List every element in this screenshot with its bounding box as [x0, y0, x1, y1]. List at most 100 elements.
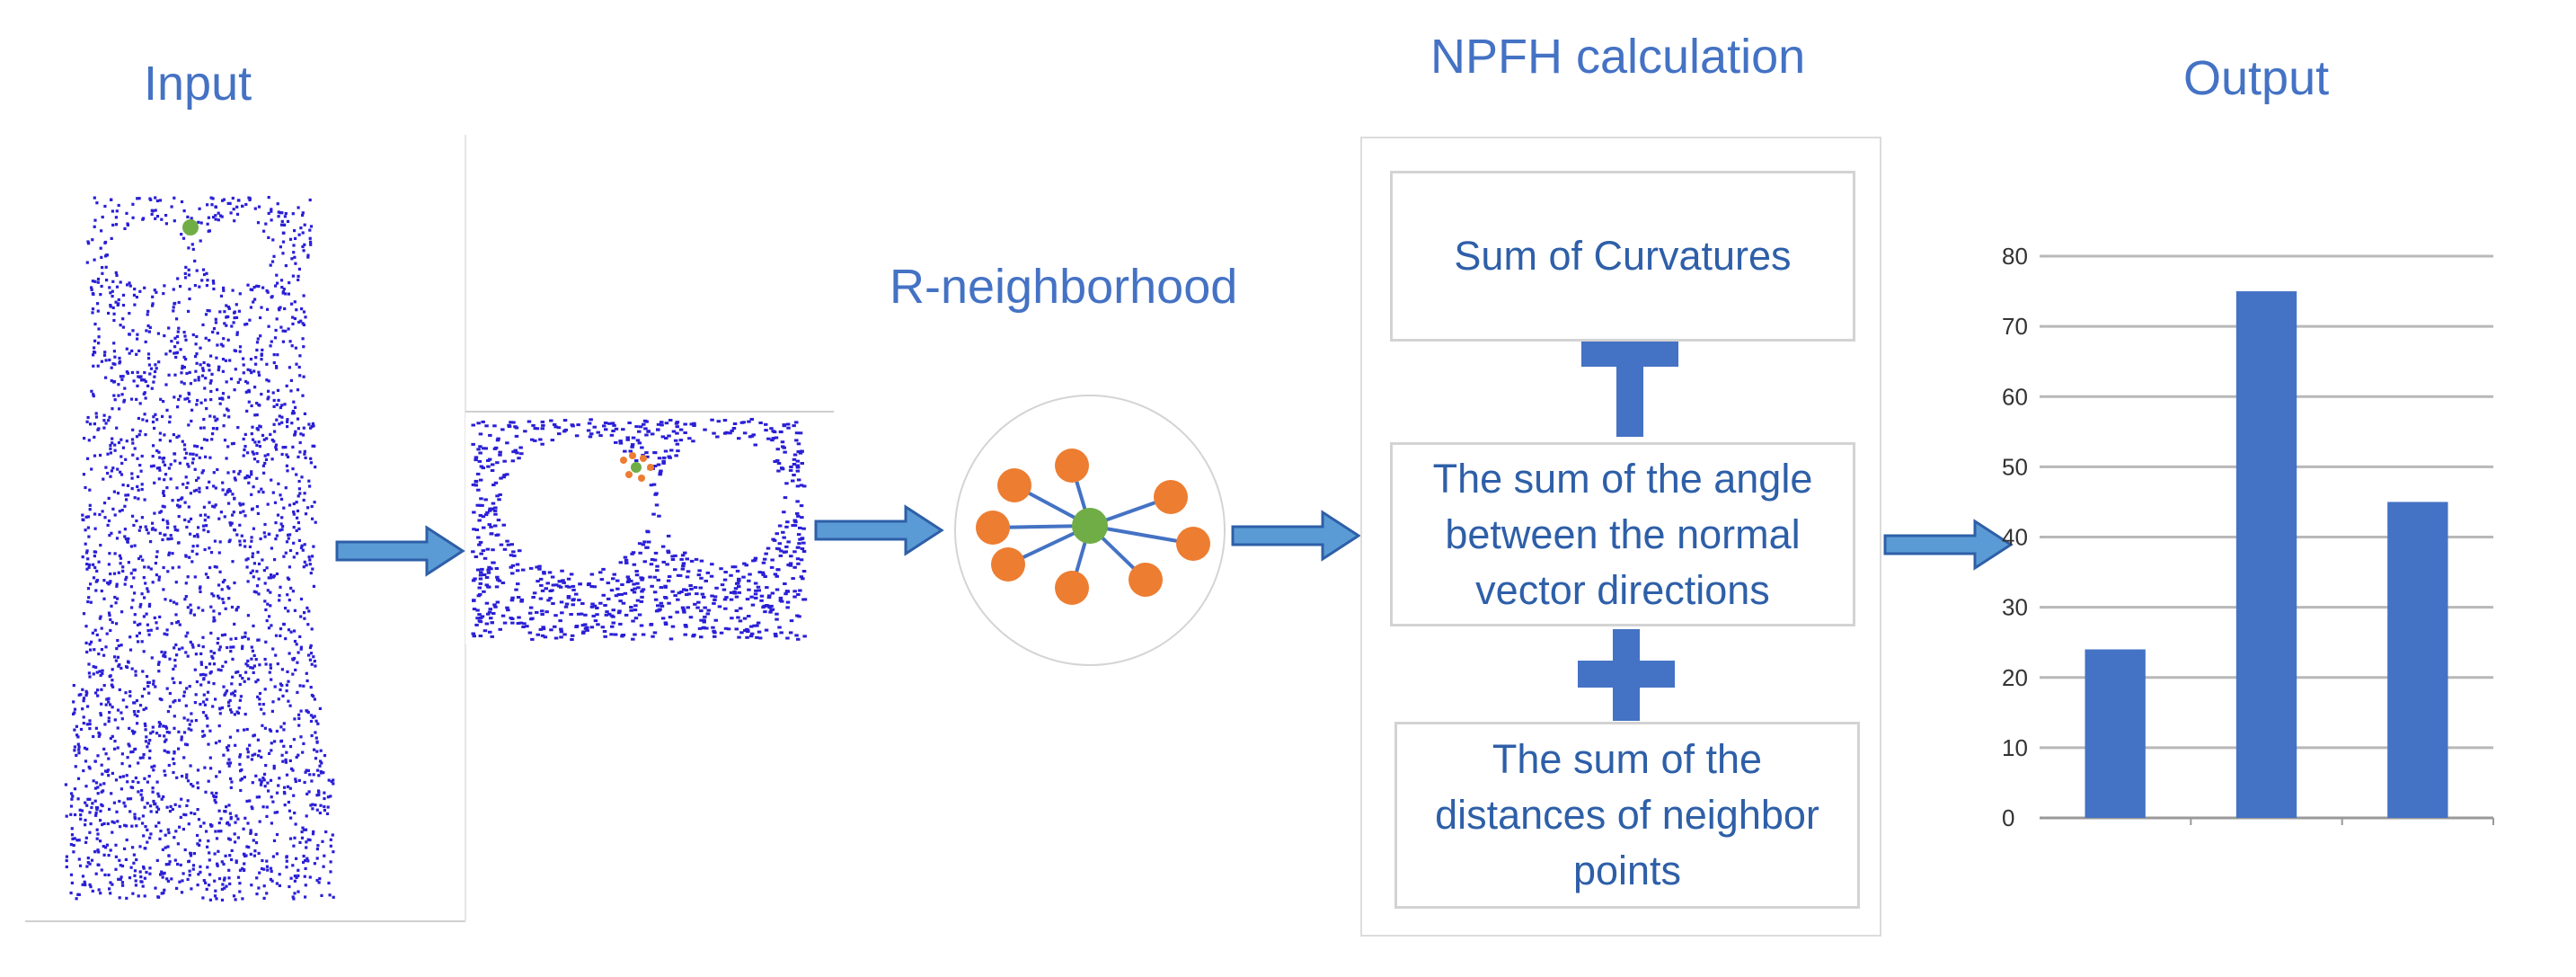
cloud-point [247, 400, 251, 404]
cloud-point [666, 549, 670, 553]
cloud-point [172, 770, 175, 775]
cloud-point [599, 578, 605, 582]
cloud-point [127, 493, 130, 497]
cloud-point [93, 759, 97, 763]
cloud-point [93, 527, 97, 530]
cloud-point [158, 615, 162, 618]
cloud-point [232, 645, 235, 649]
cloud-point [656, 422, 661, 426]
cloud-point [798, 431, 803, 435]
cloud-point [114, 300, 118, 304]
cloud-point [494, 567, 500, 570]
cloud-point [265, 814, 269, 818]
cloud-point [681, 564, 686, 568]
cloud-point [605, 610, 609, 614]
cloud-point [493, 524, 498, 528]
cloud-point [229, 817, 233, 821]
cloud-point [264, 457, 269, 461]
cloud-point [146, 684, 150, 688]
cloud-point [301, 751, 305, 754]
cloud-point [130, 487, 134, 491]
cloud-point [216, 332, 219, 335]
cloud-point [219, 817, 223, 821]
cloud-point [251, 288, 254, 292]
cloud-point [210, 592, 214, 596]
cloud-point [138, 756, 142, 759]
cloud-point [92, 779, 95, 783]
cloud-point [297, 365, 301, 369]
selected-point-marker [182, 219, 199, 235]
cloud-point [221, 369, 225, 373]
cloud-point [175, 486, 179, 490]
cloud-point [104, 703, 108, 706]
cloud-point [795, 469, 801, 473]
cloud-point [111, 668, 114, 671]
cloud-point [775, 612, 779, 616]
cloud-point [137, 375, 140, 378]
cloud-point [632, 582, 636, 586]
cloud-point [498, 627, 502, 631]
cloud-point [516, 582, 520, 586]
cloud-point [301, 322, 305, 325]
cloud-point [611, 430, 615, 432]
cloud-point [282, 288, 286, 291]
cloud-point [166, 828, 170, 831]
cloud-point [123, 535, 127, 538]
cloud-point [294, 262, 297, 265]
cloud-point [146, 802, 149, 805]
cloud-point [559, 627, 563, 631]
cloud-point [176, 405, 180, 409]
cloud-point [796, 562, 801, 565]
cloud-point [277, 697, 280, 701]
cloud-point [678, 439, 684, 442]
cloud-point [180, 233, 183, 236]
cloud-point [595, 613, 599, 617]
cloud-point [243, 545, 247, 548]
cloud-point [755, 635, 759, 639]
cloud-point [266, 290, 270, 294]
cloud-point [323, 804, 326, 809]
cloud-point [195, 453, 199, 457]
cloud-point [156, 895, 160, 899]
cloud-point [117, 383, 120, 386]
cloud-point [264, 662, 268, 666]
cloud-point [702, 595, 706, 599]
cloud-point [249, 829, 252, 832]
cloud-point [238, 682, 242, 687]
cloud-point [233, 694, 236, 697]
cloud-point [170, 205, 173, 209]
cloud-point [300, 836, 305, 839]
cloud-point [270, 296, 273, 299]
cloud-point [179, 681, 182, 685]
cloud-point [798, 537, 802, 541]
cloud-point [689, 587, 694, 591]
cloud-point [564, 584, 570, 588]
cloud-point [792, 457, 797, 461]
cloud-point [794, 431, 800, 435]
cloud-point [304, 866, 307, 870]
cloud-point [658, 471, 663, 475]
cloud-point [114, 843, 118, 847]
cloud-point [180, 200, 184, 204]
cloud-point [576, 612, 581, 616]
cloud-point [212, 652, 216, 655]
cloud-point [764, 429, 768, 432]
cloud-point [274, 328, 278, 333]
cloud-point [199, 662, 203, 666]
cloud-point [282, 728, 286, 732]
cloud-point [117, 571, 120, 574]
cloud-point [164, 214, 168, 218]
cloud-point [652, 465, 658, 467]
cloud-point [748, 573, 752, 576]
cloud-point [490, 469, 495, 472]
cloud-point [789, 619, 794, 623]
cloud-point [251, 807, 254, 811]
cloud-point [500, 582, 506, 584]
cloud-point [252, 485, 255, 489]
cloud-point [323, 791, 326, 795]
cloud-point [158, 723, 163, 726]
cloud-point [88, 830, 92, 834]
cloud-point [562, 633, 567, 636]
cloud-point [655, 569, 659, 573]
cloud-point [186, 631, 190, 635]
